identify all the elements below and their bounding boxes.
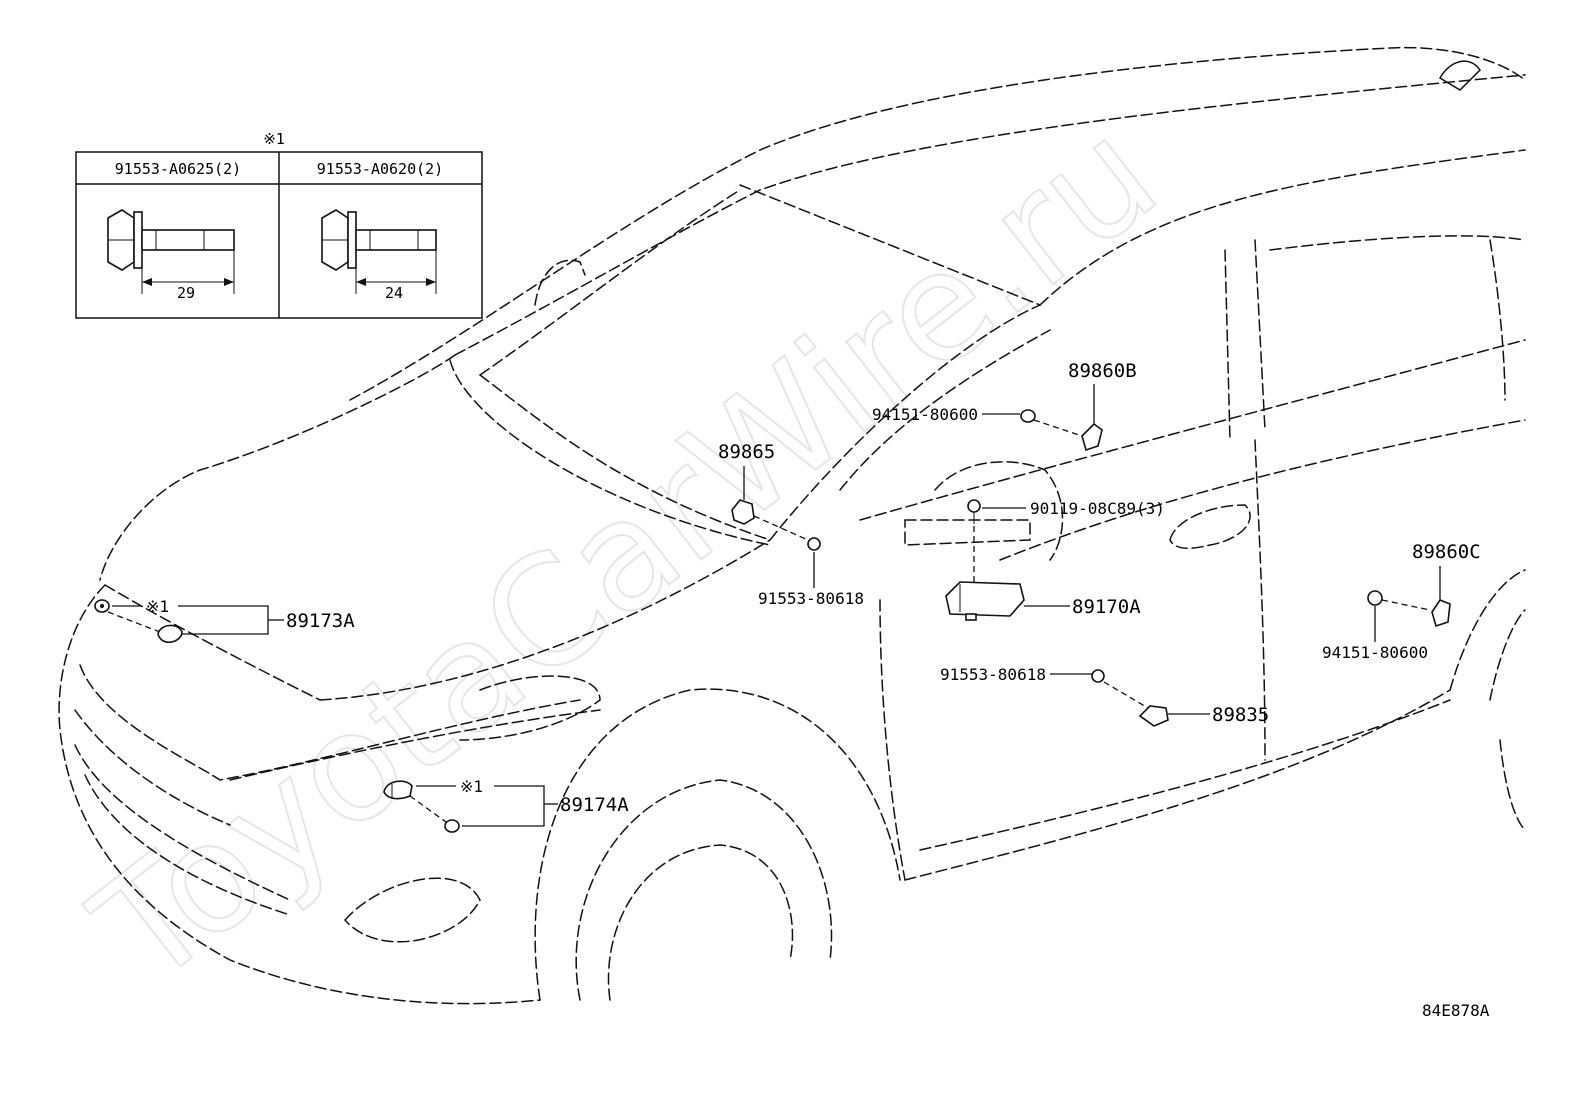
vehicle-outline <box>58 46 1526 1005</box>
part-label-89860C: 89860C <box>1412 541 1481 563</box>
callout-89860C[interactable]: 89860C 94151-80600 <box>1322 541 1481 662</box>
clip-icon <box>1367 590 1383 606</box>
clip-icon <box>94 599 110 613</box>
table-col-1-part: 91553-A0625(2) <box>115 160 241 178</box>
sensor-icon <box>1138 705 1169 727</box>
bolt-icon <box>107 209 235 294</box>
bolt-icon <box>1091 669 1105 683</box>
bolt-spec-table: ※1 91553-A0625(2) 91553-A0620(2) 29 <box>75 130 483 319</box>
sensor-icon <box>383 780 413 800</box>
part-label-91553-80618-a: 91553-80618 <box>758 589 864 608</box>
bolt-icon <box>967 499 981 524</box>
part-label-89865: 89865 <box>718 441 775 463</box>
callout-89835[interactable]: 91553-80618 89835 <box>940 665 1269 727</box>
note-mark: ※1 <box>146 597 169 616</box>
bolt-icon <box>807 537 821 551</box>
table-note-mark: ※1 <box>263 130 285 148</box>
part-label-94151-80600-b: 94151-80600 <box>1322 643 1428 662</box>
callout-89173A[interactable]: ※1 89173A <box>94 597 355 643</box>
callout-89170A[interactable]: 90119-08C89(3) 89170A <box>945 499 1165 621</box>
sensor-icon <box>157 624 183 643</box>
sensor-icon <box>731 499 755 525</box>
bolt-icon <box>444 819 460 833</box>
bolt-icon <box>321 209 437 294</box>
callout-89865[interactable]: 89865 91553-80618 <box>718 441 864 608</box>
sensor-icon <box>1431 599 1451 628</box>
part-label-89835: 89835 <box>1212 704 1269 726</box>
sensor-icon <box>1081 422 1103 452</box>
note-mark: ※1 <box>460 777 483 796</box>
part-label-90119: 90119-08C89(3) <box>1030 499 1165 518</box>
part-label-89170A: 89170A <box>1072 596 1141 618</box>
clip-icon <box>1020 409 1036 423</box>
table-col-1-length: 29 <box>177 284 195 302</box>
part-label-89174A: 89174A <box>560 794 629 816</box>
diagram-code: 84E878A <box>1422 1001 1490 1020</box>
callout-89174A[interactable]: ※1 89174A <box>383 777 629 833</box>
part-label-89173A: 89173A <box>286 610 355 632</box>
table-col-2-part: 91553-A0620(2) <box>317 160 443 178</box>
part-label-89860B: 89860B <box>1068 360 1137 382</box>
ecu-icon <box>945 581 1025 621</box>
part-label-94151-80600-a: 94151-80600 <box>872 405 978 424</box>
table-col-2-length: 24 <box>385 284 403 302</box>
part-label-91553-80618-b: 91553-80618 <box>940 665 1046 684</box>
callout-89860B[interactable]: 89860B 94151-80600 <box>872 360 1137 452</box>
